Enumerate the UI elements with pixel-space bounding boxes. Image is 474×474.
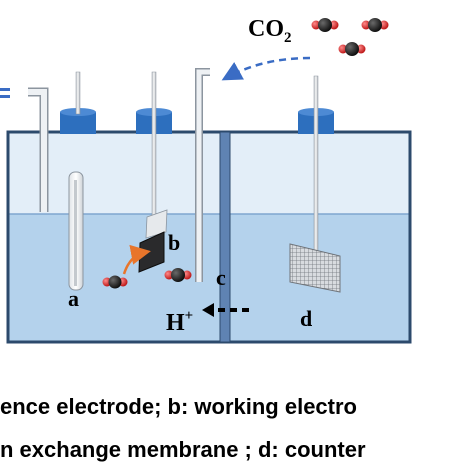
label-a: a <box>68 286 79 311</box>
caption-line-1: ence electrode; b: working electro <box>0 394 357 419</box>
proton-label: H+ <box>166 308 193 336</box>
electrolyte <box>8 214 410 342</box>
proton-transfer-arrow-icon <box>202 303 252 317</box>
label-b: b <box>168 230 180 255</box>
label-c: c <box>216 265 226 290</box>
co2-molecule-icon <box>164 268 192 282</box>
co2-molecule-icon <box>361 18 389 32</box>
co2-feed-arrow-icon <box>221 56 311 81</box>
counter-electrode <box>289 75 341 293</box>
co2-molecule-icon <box>102 275 128 289</box>
co2-molecule-icon <box>311 18 339 32</box>
caption-line-2: n exchange membrane ; d: counter <box>0 437 366 462</box>
cell-headspace <box>8 132 410 214</box>
co2-molecule-icon <box>338 42 366 56</box>
reference-electrode <box>68 71 84 291</box>
partial-inlet-bar <box>0 95 10 98</box>
ion-exchange-membrane <box>219 131 231 343</box>
cell-wall <box>6 130 412 344</box>
partial-inlet-bar <box>0 88 10 91</box>
label-d: d <box>300 306 312 331</box>
co2-label: CO2 <box>248 16 292 46</box>
reaction-arrow-icon <box>122 244 151 275</box>
